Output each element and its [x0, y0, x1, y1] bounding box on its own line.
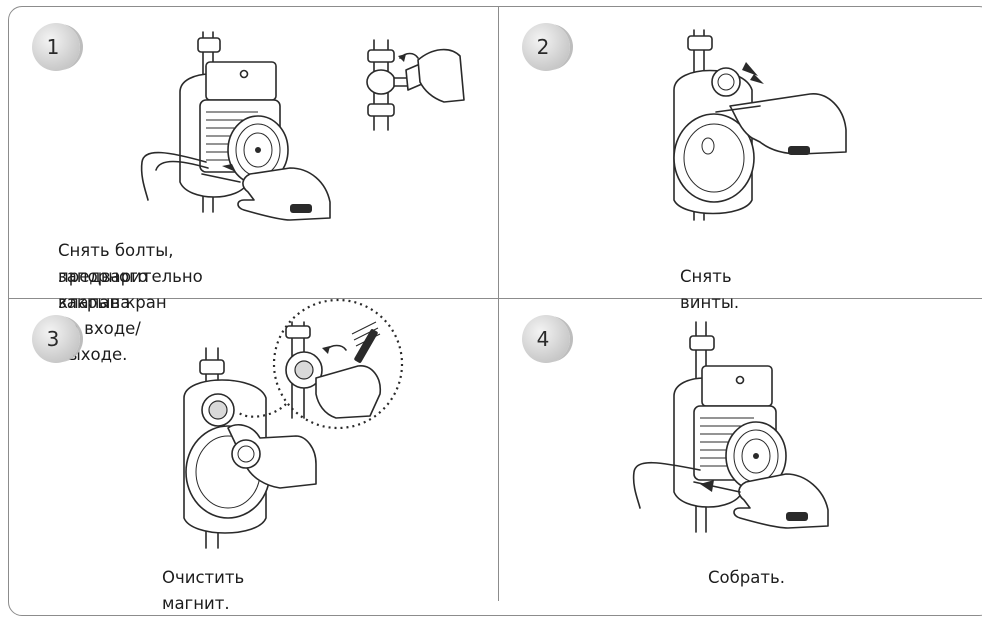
valve-closing-illustration — [360, 40, 470, 130]
step-4-number-badge: 4 — [522, 315, 570, 363]
step-4-number: 4 — [522, 315, 564, 363]
step-1-number-badge: 1 — [32, 23, 80, 71]
step-3-number: 3 — [32, 315, 74, 363]
step-2-number-badge: 2 — [522, 23, 570, 71]
magnet-cleaning-illustration — [176, 308, 416, 548]
step-4-caption: Собрать. — [708, 565, 785, 591]
step-2-caption: Снять винты. — [680, 264, 739, 316]
screw-removal-illustration — [660, 30, 860, 230]
vertical-divider — [498, 6, 499, 601]
pump-reassembly-illustration — [630, 322, 850, 552]
step-3-number-badge: 3 — [32, 315, 80, 363]
step-3-caption: Очистить магнит. — [162, 565, 244, 617]
step-2-number: 2 — [522, 23, 564, 71]
pump-with-motor-illustration — [140, 32, 340, 232]
step-1-number: 1 — [32, 23, 74, 71]
